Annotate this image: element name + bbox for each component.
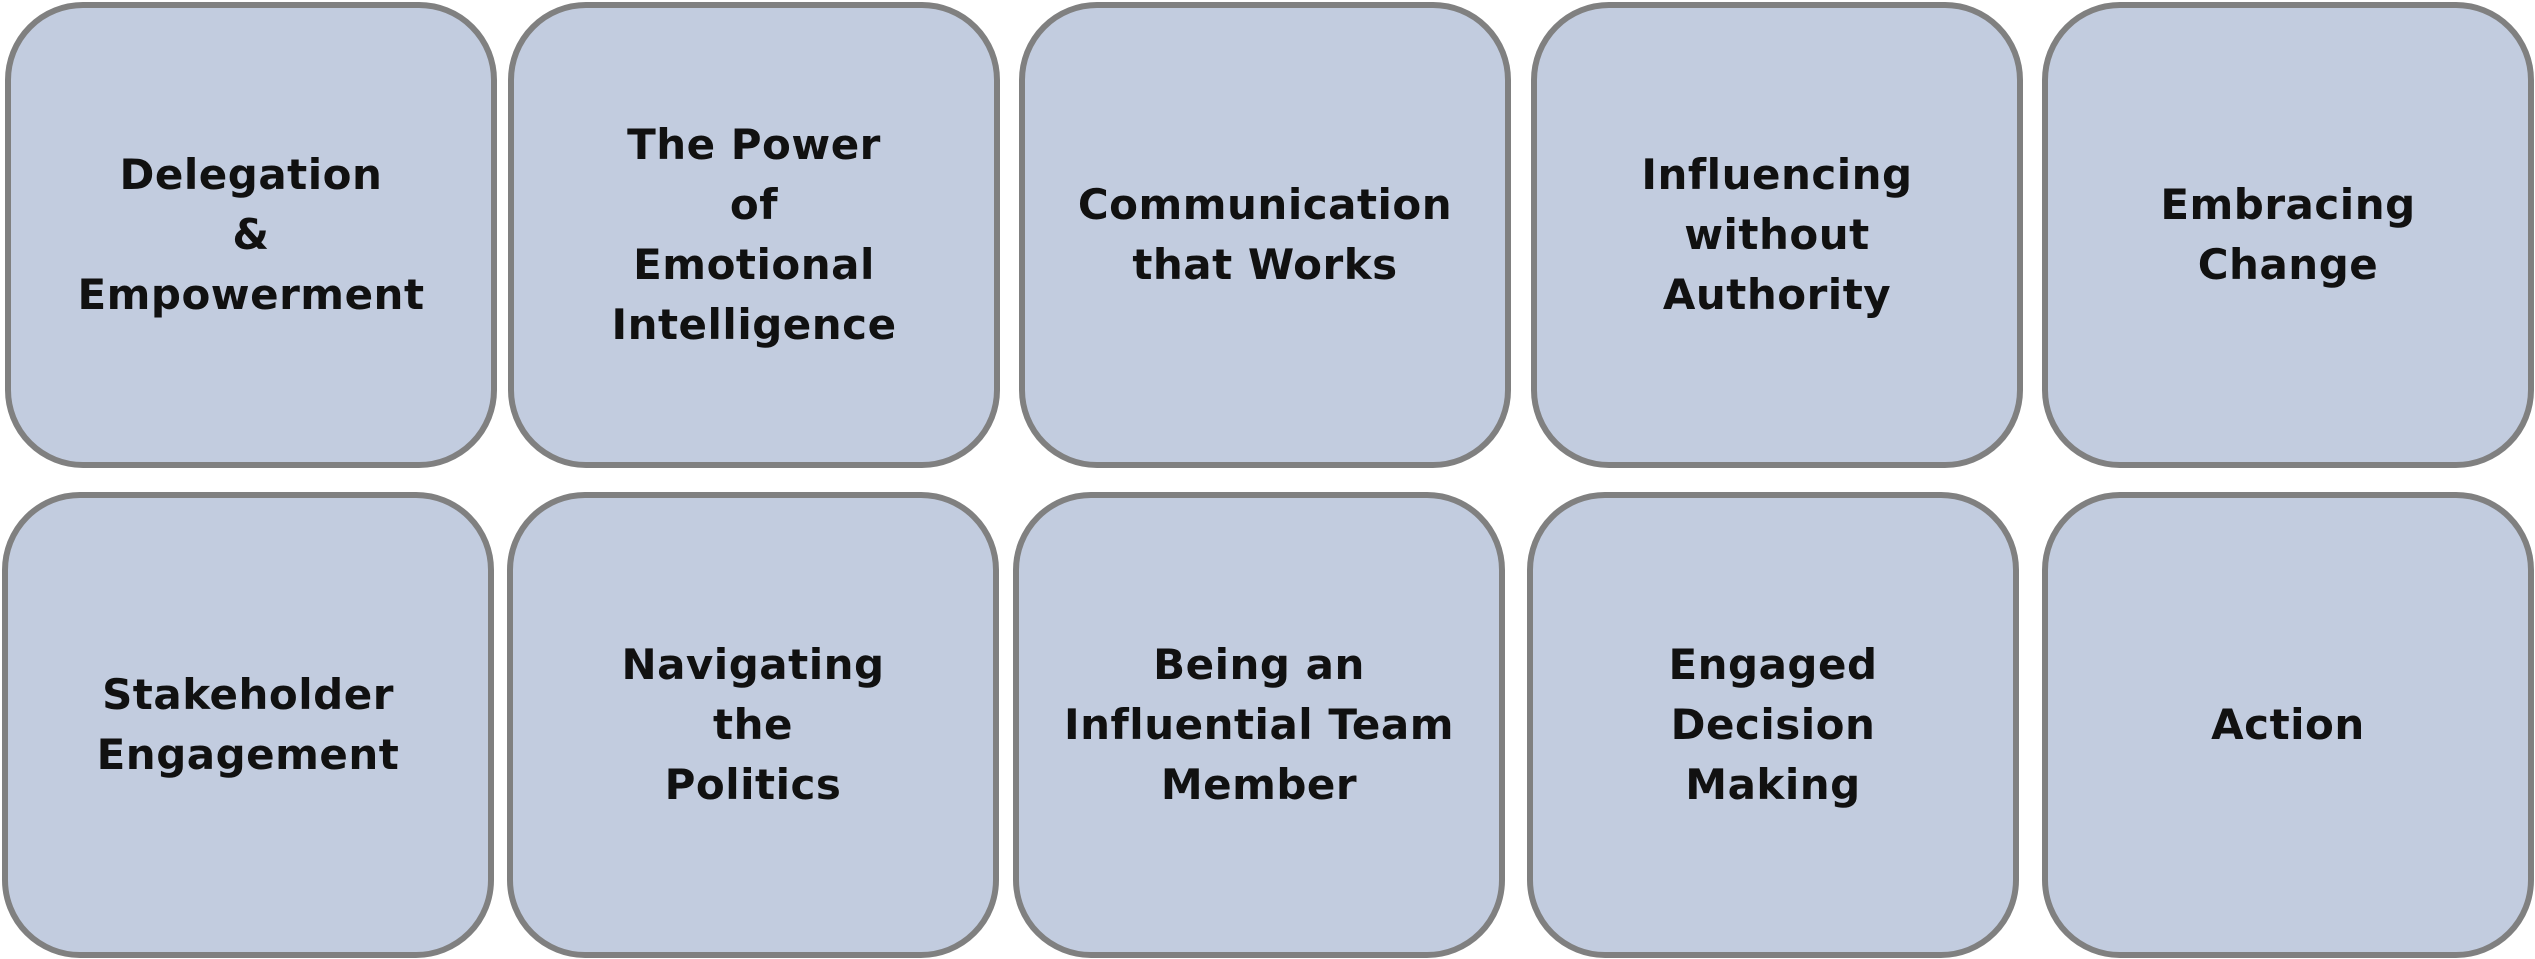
tile-label: Stakeholder Engagement [96, 670, 400, 779]
tile-engaged-decision-making: Engaged Decision Making [1527, 492, 2019, 958]
tile-delegation-empowerment: Delegation & Empowerment [5, 2, 497, 468]
tile-label: Communication that Works [1077, 180, 1453, 289]
tile-label: Embracing Change [2160, 180, 2416, 289]
tile-label: Influencing without Authority [1641, 150, 1913, 319]
tile-navigating-the-politics: Navigating the Politics [507, 492, 999, 958]
tile-embracing-change: Embracing Change [2042, 2, 2534, 468]
tile-label: Navigating the Politics [621, 640, 885, 809]
tile-label: Engaged Decision Making [1668, 640, 1878, 809]
tile-label: Delegation & Empowerment [77, 150, 425, 319]
tile-stakeholder-engagement: Stakeholder Engagement [2, 492, 494, 958]
tile-power-of-emotional-intelligence: The Power of Emotional Intelligence [508, 2, 1000, 468]
tile-action: Action [2042, 492, 2534, 958]
tile-communication-that-works: Communication that Works [1019, 2, 1511, 468]
tile-influencing-without-authority: Influencing without Authority [1531, 2, 2023, 468]
tile-label: Being an Influential Team Member [1064, 640, 1454, 809]
tile-influential-team-member: Being an Influential Team Member [1013, 492, 1505, 958]
tile-label: The Power of Emotional Intelligence [611, 120, 897, 349]
tile-label: Action [2211, 700, 2365, 749]
